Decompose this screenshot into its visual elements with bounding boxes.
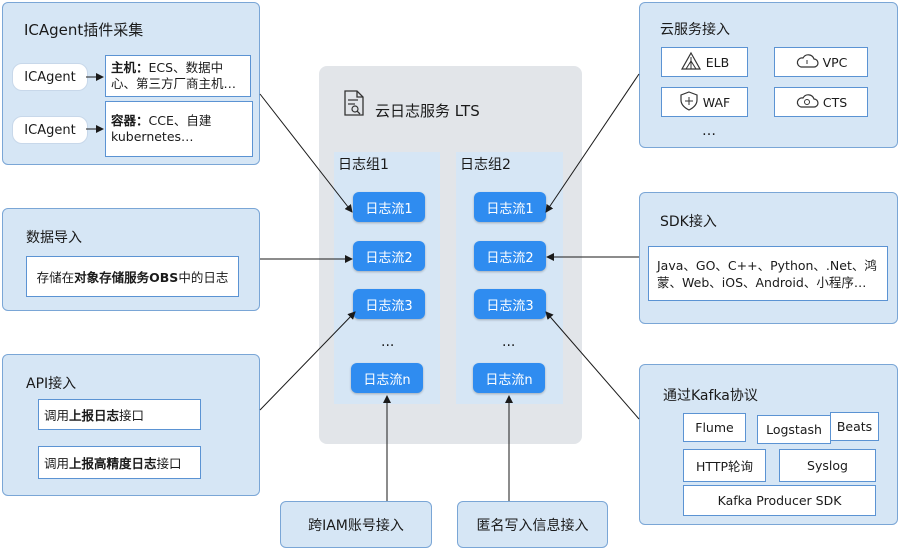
log-group-1-ellipsis: ... bbox=[381, 334, 395, 350]
data-import-title: 数据导入 bbox=[26, 230, 82, 246]
kafka-producer-sdk-box[interactable]: Kafka Producer SDK bbox=[683, 485, 876, 516]
arrow-kafka-to-stream bbox=[545, 311, 640, 420]
arrow-cloud-to-stream bbox=[545, 73, 640, 213]
kafka-panel: 通过Kafka协议 Flume Logstash Beats HTTP轮询 Sy… bbox=[639, 364, 898, 525]
log-group-2-title: 日志组2 bbox=[460, 157, 511, 173]
container-label: 容器： bbox=[111, 113, 149, 128]
log-group-1[interactable]: 日志组1 日志流1 日志流2 日志流3 ... 日志流n bbox=[334, 152, 440, 404]
log-group-1-stream-2[interactable]: 日志流2 bbox=[353, 241, 425, 271]
api-report-hp-log-box[interactable]: 调用上报高精度日志接口 bbox=[38, 446, 201, 479]
cloud-more: … bbox=[702, 123, 716, 139]
arrow-api-to-stream bbox=[259, 311, 356, 411]
icagent-host-box: 主机：ECS、数据中 心、第三方厂商主机… bbox=[105, 55, 251, 97]
vpc-icon bbox=[795, 52, 819, 73]
elb-icon bbox=[680, 51, 702, 74]
log-group-2-stream-1[interactable]: 日志流1 bbox=[474, 192, 546, 222]
lts-service-icon bbox=[343, 90, 365, 120]
sdk-line-1: Java、GO、C++、Python、.Net、鸿 bbox=[657, 257, 877, 273]
api-title: API接入 bbox=[26, 376, 77, 392]
log-group-2-stream-2[interactable]: 日志流2 bbox=[474, 241, 546, 271]
cloud-vpc-label: VPC bbox=[822, 54, 848, 70]
host-label: 主机： bbox=[111, 60, 149, 75]
log-group-2-ellipsis: ... bbox=[502, 334, 516, 350]
cloud-service-panel: 云服务接入 ELB VPC WAF CTS … bbox=[639, 2, 898, 148]
cloud-waf-label: WAF bbox=[702, 94, 731, 110]
kafka-beats-box[interactable]: Beats bbox=[830, 412, 879, 441]
icagent-container-box: 容器：CCE、自建 kubernetes… bbox=[105, 101, 253, 157]
kafka-flume-box[interactable]: Flume bbox=[683, 413, 746, 442]
container-desc-1: CCE、自建 bbox=[148, 113, 212, 128]
log-group-1-stream-3[interactable]: 日志流3 bbox=[353, 289, 425, 319]
log-group-1-title: 日志组1 bbox=[338, 157, 389, 173]
icagent-host-agent[interactable]: ICAgent bbox=[12, 63, 88, 91]
sdk-title: SDK接入 bbox=[660, 214, 717, 230]
log-group-2-stream-n[interactable]: 日志流n bbox=[473, 363, 545, 393]
log-group-1-stream-n[interactable]: 日志流n bbox=[351, 363, 423, 393]
log-group-2[interactable]: 日志组2 日志流1 日志流2 日志流3 ... 日志流n bbox=[456, 152, 563, 404]
cloud-cts-box[interactable]: CTS bbox=[774, 87, 868, 117]
anonymous-write-access-box[interactable]: 匿名写入信息接入 bbox=[457, 501, 608, 548]
api-item1-pre: 调用 bbox=[44, 408, 70, 423]
kafka-logstash-box[interactable]: Logstash bbox=[757, 415, 831, 444]
icagent-container-agent[interactable]: ICAgent bbox=[12, 116, 88, 144]
sdk-languages-box: Java、GO、C++、Python、.Net、鸿 蒙、Web、iOS、Andr… bbox=[648, 246, 888, 301]
log-group-1-stream-1[interactable]: 日志流1 bbox=[353, 192, 425, 222]
data-import-bold: 对象存储服务OBS bbox=[74, 270, 179, 285]
api-item1-bold: 上报日志 bbox=[69, 408, 120, 423]
host-desc-2: 心、第三方厂商主机… bbox=[111, 76, 237, 91]
container-desc-2: kubernetes… bbox=[111, 129, 194, 144]
waf-shield-icon bbox=[679, 90, 699, 114]
data-import-post: 中的日志 bbox=[178, 270, 229, 285]
sdk-line-2: 蒙、Web、iOS、Android、小程序… bbox=[657, 274, 867, 290]
kafka-title: 通过Kafka协议 bbox=[663, 388, 758, 404]
cross-iam-access-box[interactable]: 跨IAM账号接入 bbox=[280, 501, 432, 548]
lts-service-area: 云日志服务 LTS 日志组1 日志流1 日志流2 日志流3 ... 日志流n 日… bbox=[319, 66, 582, 444]
api-item1-post: 接口 bbox=[119, 408, 145, 423]
log-group-2-stream-3[interactable]: 日志流3 bbox=[474, 289, 546, 319]
api-panel: API接入 调用上报日志接口 调用上报高精度日志接口 bbox=[2, 354, 260, 496]
api-item2-post: 接口 bbox=[156, 456, 182, 471]
sdk-panel: SDK接入 Java、GO、C++、Python、.Net、鸿 蒙、Web、iO… bbox=[639, 192, 898, 324]
cloud-elb-box[interactable]: ELB bbox=[661, 47, 748, 77]
icagent-title: ICAgent插件采集 bbox=[24, 21, 144, 39]
icagent-panel: ICAgent插件采集 ICAgent ICAgent 主机：ECS、数据中 心… bbox=[2, 2, 260, 165]
cts-icon bbox=[795, 92, 819, 113]
cloud-service-title: 云服务接入 bbox=[660, 22, 730, 38]
api-item2-pre: 调用 bbox=[44, 456, 70, 471]
api-report-log-box[interactable]: 调用上报日志接口 bbox=[38, 399, 201, 430]
host-desc-1: ECS、数据中 bbox=[148, 60, 224, 75]
lts-service-title: 云日志服务 LTS bbox=[375, 102, 480, 120]
api-item2-bold: 上报高精度日志 bbox=[69, 456, 157, 471]
arrow-icagent-to-stream bbox=[259, 93, 353, 213]
cloud-cts-label: CTS bbox=[822, 94, 848, 110]
kafka-syslog-box[interactable]: Syslog bbox=[779, 449, 876, 482]
cloud-vpc-box[interactable]: VPC bbox=[774, 47, 868, 77]
cloud-waf-box[interactable]: WAF bbox=[661, 87, 748, 117]
cloud-elb-label: ELB bbox=[705, 54, 730, 70]
data-import-pre: 存储在 bbox=[36, 270, 75, 285]
kafka-http-box[interactable]: HTTP轮询 bbox=[683, 449, 766, 482]
